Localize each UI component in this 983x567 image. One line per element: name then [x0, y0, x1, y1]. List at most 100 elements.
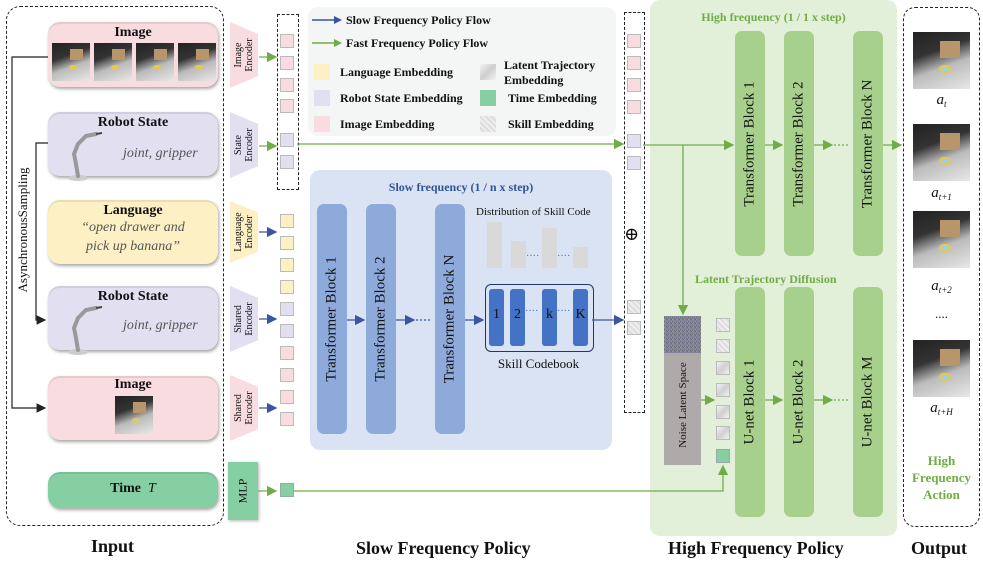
- action-sub: t+1: [938, 192, 952, 202]
- robot-state-title: Robot State: [97, 115, 169, 130]
- shared-encoder-line2: Encoder: [244, 302, 255, 336]
- time-embedding-swatch: [480, 90, 496, 106]
- legend: Slow Frequency Policy Flow Fast Frequenc…: [308, 7, 616, 136]
- action-sub: t: [943, 99, 947, 109]
- image-embedding: [280, 78, 294, 92]
- robot-state-embedding: [627, 134, 641, 148]
- skill-embedding: [627, 300, 641, 314]
- block-label: Transformer Block 2: [372, 256, 389, 382]
- block-label: U-net Block 1: [741, 359, 758, 445]
- image-embedding: [280, 390, 294, 404]
- action-label-line3: Action: [923, 487, 960, 502]
- time-label: Time: [110, 481, 142, 496]
- legend-latent-embedding-2: Embedding: [504, 73, 564, 87]
- input-language-card: Language “open drawer and pick up banana…: [48, 200, 218, 264]
- legend-image-embedding: Image Embedding: [340, 117, 435, 131]
- shared-encoder-line1: Shared: [233, 305, 244, 333]
- block-label: U-net Block 2: [790, 359, 807, 445]
- skill-codebook: [485, 284, 594, 352]
- slow-transformer-block-n: Transformer Block N: [435, 204, 465, 434]
- robot-state-embedding: [280, 155, 294, 169]
- language-title: Language: [103, 203, 163, 218]
- skill-code-k: k: [542, 289, 557, 346]
- robot-state-desc: joint, gripper: [123, 146, 198, 161]
- block-label: Transformer Block N: [441, 254, 458, 384]
- action-base: a: [936, 92, 944, 108]
- codebook-ellipsis: ····: [525, 306, 539, 317]
- action-label-h: at+H: [903, 400, 980, 417]
- action-frame-h: [913, 340, 970, 397]
- distribution-bar: [487, 222, 502, 268]
- skill-codebook-label: Skill Codebook: [497, 356, 580, 371]
- code-label: k: [546, 307, 553, 322]
- input-image-title-2: Image: [114, 377, 152, 392]
- distribution-ellipsis: ····: [557, 251, 571, 262]
- input-image-title: Image: [114, 25, 152, 40]
- distribution-ellipsis: ····: [526, 251, 540, 262]
- action-base: a: [931, 278, 939, 294]
- action-frame-3: [913, 211, 970, 268]
- language-encoder-line2: Encoder: [244, 215, 255, 249]
- noise-latent-space: Noise Latent Space: [664, 316, 701, 465]
- input-section-label: Input: [91, 536, 135, 556]
- image-embedding: [627, 100, 641, 114]
- robot-state-title-2: Robot State: [97, 289, 169, 304]
- code-label: 1: [493, 307, 500, 322]
- action-label-line2: Frequency: [912, 470, 971, 485]
- legend-robot-embedding: Robot State Embedding: [340, 91, 463, 105]
- image-embedding: [280, 34, 294, 48]
- skill-code-1: 1: [489, 289, 504, 346]
- robot-state-embedding: [627, 156, 641, 170]
- image-frame-2: [94, 43, 132, 81]
- slow-transformer-block-2: Transformer Block 2: [366, 204, 396, 434]
- high-policy-section-label: High Frequency Policy: [668, 538, 844, 558]
- input-image-card-2: Image: [48, 376, 218, 440]
- state-encoder-line1: State: [233, 135, 244, 156]
- block-label: Transformer Block 1: [741, 80, 758, 207]
- image-frame: [115, 396, 153, 434]
- legend-slow-flow: Slow Frequency Policy Flow: [346, 13, 491, 27]
- fast-flow-arrow-icon: [312, 39, 342, 47]
- noise-label: Noise Latent Space: [676, 362, 689, 449]
- distribution-bar: [573, 247, 588, 268]
- skill-code-2: 2: [510, 289, 525, 346]
- legend-latent-embedding-1: Latent Trajectory: [504, 58, 596, 72]
- fast-transformer-block-1: Transformer Block 1: [735, 31, 765, 256]
- fast-transformer-block-2: Transformer Block 2: [784, 31, 814, 256]
- high-frequency-action-label: High Frequency Action: [903, 452, 980, 503]
- action-label-1: at: [903, 92, 980, 109]
- legend-fast-flow: Fast Frequency Policy Flow: [346, 36, 489, 50]
- language-embedding: [280, 280, 294, 294]
- concat-embedding-column: [624, 12, 645, 413]
- output-section-label: Output: [911, 538, 968, 558]
- image-embedding: [280, 56, 294, 70]
- distribution-bar: [511, 241, 526, 268]
- skill-embedding: [627, 321, 641, 335]
- latent-embedding-swatch: [480, 64, 496, 80]
- latent-trajectory-embedding: [716, 405, 730, 419]
- action-frame-2: [913, 124, 970, 181]
- robot-state-desc-2: joint, gripper: [123, 318, 198, 333]
- code-label: 2: [514, 307, 521, 322]
- distribution-bar: [542, 228, 557, 268]
- skill-embedding-swatch: [480, 116, 496, 132]
- input-robot-state-card: Robot State joint, gripper: [48, 112, 218, 181]
- action-label-line1: High: [927, 453, 956, 468]
- unet-block-m: U-net Block M: [853, 287, 883, 517]
- action-label-2: at+1: [903, 185, 980, 202]
- action-label-3: at+2: [903, 278, 980, 295]
- robot-embedding-swatch: [314, 90, 330, 106]
- codebook-ellipsis: ····: [557, 306, 571, 317]
- action-base: a: [931, 185, 939, 201]
- fast-embedding-column: [277, 14, 299, 190]
- code-label: K: [575, 307, 586, 322]
- action-base: a: [930, 400, 938, 416]
- slow-transformer-block-1: Transformer Block 1: [317, 204, 347, 434]
- skill-embedding: [716, 318, 730, 332]
